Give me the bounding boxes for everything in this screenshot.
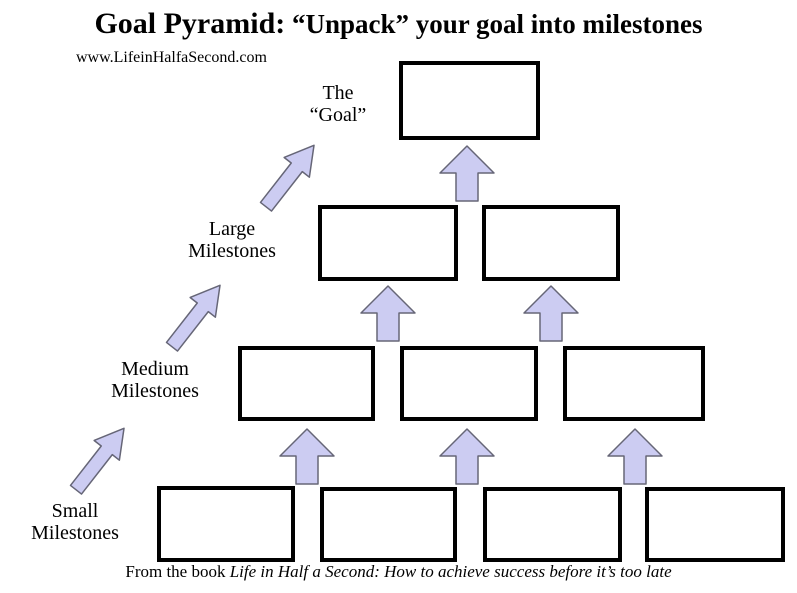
up-arrow-shape <box>439 145 495 202</box>
up-arrow-shape <box>360 285 416 342</box>
pyramid-box-medium-2 <box>400 346 538 421</box>
diagonal-up-arrow-icon <box>69 427 125 495</box>
book-attribution-prefix: From the book <box>125 562 230 581</box>
large-milestones-label: Large Milestones <box>162 218 302 262</box>
book-attribution: From the book Life in Half a Second: How… <box>20 562 777 582</box>
pyramid-box-goal <box>399 61 540 140</box>
page-title: Goal Pyramid: “Unpack” your goal into mi… <box>0 7 797 41</box>
diagonal-up-arrow-icon <box>259 144 315 212</box>
small-label-line1: Small <box>51 500 99 522</box>
website-url: www.LifeinHalfaSecond.com <box>76 49 267 66</box>
up-arrow-icon <box>523 285 579 342</box>
up-arrow-icon <box>279 428 335 485</box>
up-arrow-icon <box>439 145 495 202</box>
goal-label-line2: “Goal” <box>309 104 367 126</box>
small-milestones-label: Small Milestones <box>5 500 145 544</box>
diagonal-up-arrow-icon <box>165 284 221 352</box>
up-arrow-shape <box>607 428 663 485</box>
pyramid-box-medium-3 <box>563 346 705 421</box>
page-title-strong: Goal Pyramid: <box>94 7 286 40</box>
goal-label: The “Goal” <box>283 82 393 126</box>
up-arrow-shape <box>439 428 495 485</box>
goal-label-line1: The <box>322 82 354 104</box>
pyramid-box-large-1 <box>318 205 458 281</box>
book-attribution-title: Life in Half a Second: How to achieve su… <box>229 562 672 581</box>
up-arrow-icon <box>360 285 416 342</box>
pyramid-box-small-2 <box>320 487 457 562</box>
diagonal-arrow-shape <box>69 427 125 495</box>
diagonal-arrow-shape <box>165 284 221 352</box>
pyramid-box-large-2 <box>482 205 620 281</box>
pyramid-box-small-1 <box>157 486 295 562</box>
page-title-rest: “Unpack” your goal into milestones <box>285 9 703 39</box>
medium-milestones-label: Medium Milestones <box>85 358 225 402</box>
large-label-line1: Large <box>208 218 256 240</box>
pyramid-box-small-4 <box>645 487 785 562</box>
large-label-line2: Milestones <box>188 240 276 262</box>
up-arrow-icon <box>607 428 663 485</box>
pyramid-box-medium-1 <box>238 346 375 421</box>
diagonal-arrow-shape <box>259 144 315 212</box>
medium-label-line1: Medium <box>121 358 189 380</box>
up-arrow-shape <box>523 285 579 342</box>
up-arrow-shape <box>279 428 335 485</box>
medium-label-line2: Milestones <box>111 380 199 402</box>
pyramid-box-small-3 <box>483 487 622 562</box>
up-arrow-icon <box>439 428 495 485</box>
small-label-line2: Milestones <box>31 522 119 544</box>
